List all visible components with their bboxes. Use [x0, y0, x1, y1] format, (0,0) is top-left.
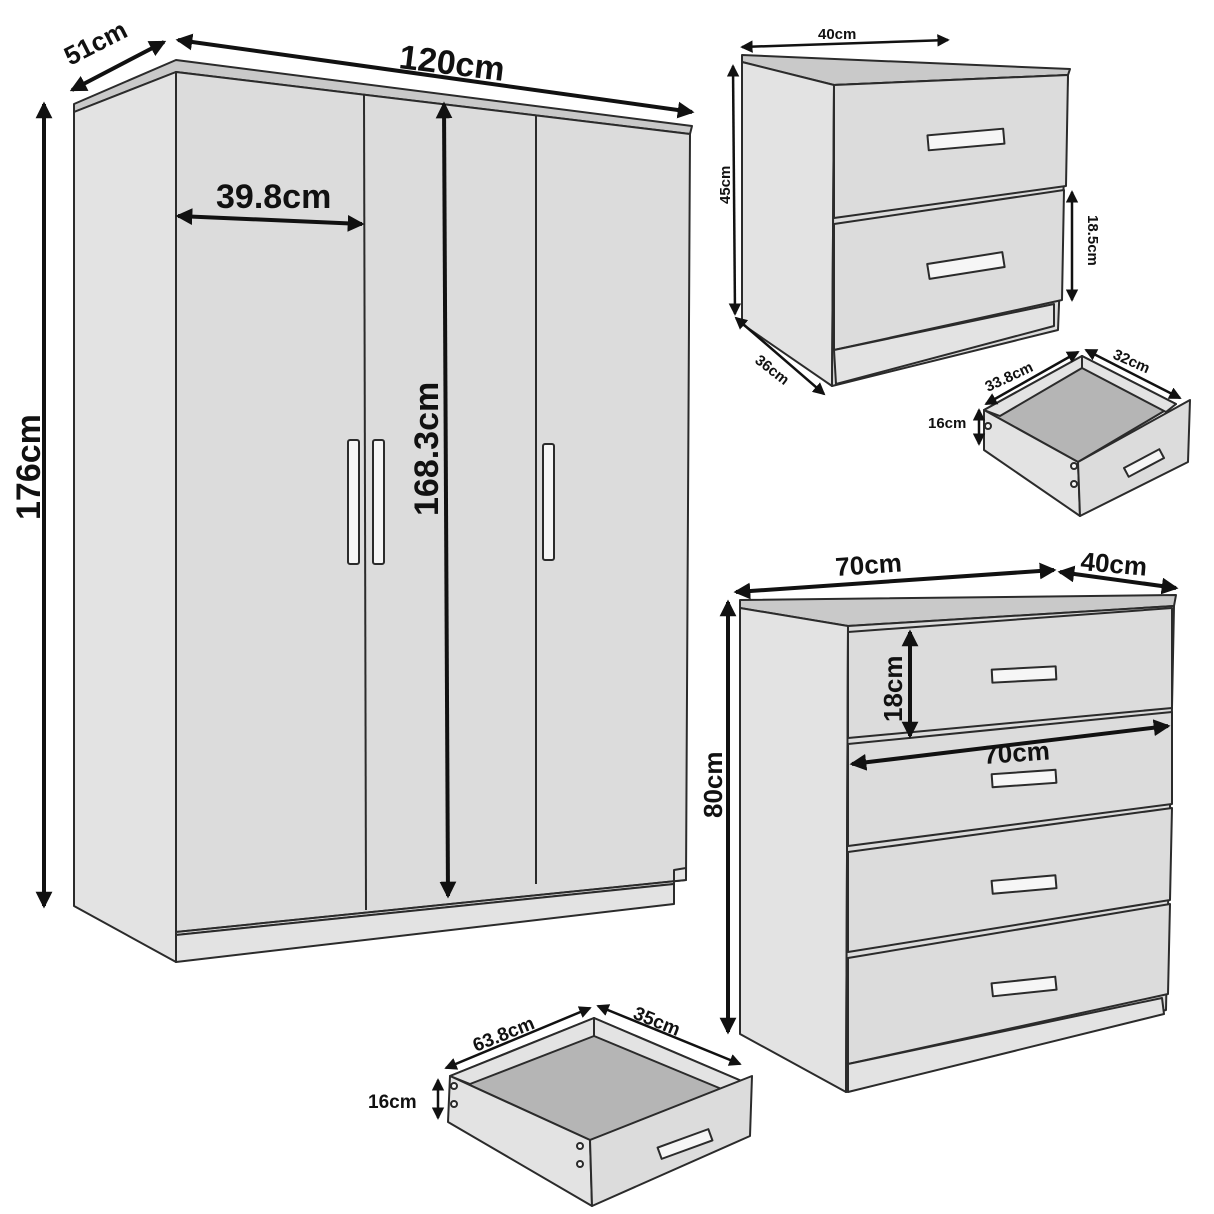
chest-drawer-depth-label: 35cm	[630, 1003, 683, 1041]
wardrobe-door-width-label: 39.8cm	[216, 178, 331, 216]
bedside-drawer-handle	[926, 251, 1006, 280]
chest-plinth	[847, 997, 1165, 1093]
drawer-runner-screw	[450, 1100, 458, 1108]
bedside-drawer-depth-arrow	[1084, 348, 1182, 400]
bedside-height-label: 45cm	[717, 166, 734, 204]
bedside-depth-arrow	[734, 316, 826, 396]
bedside-width-arrow	[740, 34, 950, 53]
wardrobe-plinth-face	[175, 883, 675, 963]
chest-drawer-width-arrow	[444, 1006, 592, 1070]
bedside-drawer-front	[1077, 399, 1191, 517]
chest-drawer-handle	[990, 768, 1058, 789]
chest-drawer-width-arrow	[849, 719, 1171, 771]
wardrobe-door-width-arrow	[175, 208, 365, 232]
bedside-table: 40cm 45cm 36cm 18.5cm	[717, 26, 1101, 396]
bedside-drawer-handle	[1122, 448, 1166, 478]
bedside-side-panel	[741, 61, 835, 387]
chest-drawer-front	[589, 1075, 753, 1207]
bedside-drawer-handle	[926, 127, 1006, 152]
chest-drawer-depth-arrow	[596, 1004, 742, 1066]
wardrobe-side-panel	[73, 71, 177, 963]
wardrobe-door-height-label: 168.3cm	[408, 382, 446, 516]
chest-depth-arrow	[1057, 565, 1179, 595]
chest-height-label: 80cm	[698, 752, 728, 819]
chest-width-arrow	[733, 562, 1057, 600]
wardrobe-depth-arrow	[69, 40, 167, 92]
drawer-runner-screw	[1070, 462, 1078, 470]
chest-width-label: 70cm	[834, 547, 902, 582]
bedside-drawer: 33.8cm 32cm 16cm	[928, 346, 1191, 517]
chest-drawer-handle	[990, 975, 1058, 998]
bedside-drawer-height-label: 18.5cm	[1084, 215, 1101, 266]
drawer-runner-screw	[450, 1082, 458, 1090]
wardrobe-door-handle	[347, 439, 555, 565]
chest-drawer-handle	[990, 874, 1058, 895]
chest-depth-label: 40cm	[1079, 546, 1148, 582]
drawer-runner-screw	[576, 1142, 584, 1150]
chest-drawer-handle	[990, 665, 1058, 684]
bedside-plinth	[833, 303, 1055, 385]
bedside-drawer-height-label: 16cm	[928, 415, 966, 432]
chest-drawer-height-label: 16cm	[368, 1092, 417, 1113]
chest-drawer-height-label: 18cm	[878, 656, 908, 723]
chest-drawer-handle	[656, 1128, 714, 1160]
wardrobe-width-label: 120cm	[397, 38, 507, 89]
drawer-runner-screw	[984, 422, 992, 430]
drawer-runner-screw	[1070, 480, 1078, 488]
chest-of-drawers: 70cm 40cm 80cm 18cm 70cm	[698, 546, 1179, 1093]
bedside-height-arrow	[726, 64, 742, 316]
drawer-runner-screw	[576, 1160, 584, 1168]
bedside-width-label: 40cm	[818, 26, 856, 43]
chest-side-panel	[739, 607, 849, 1093]
bedside-depth-label: 36cm	[752, 352, 793, 389]
chest-drawer: 63.8cm 35cm 16cm	[368, 1003, 753, 1207]
wardrobe-width-arrow	[175, 33, 695, 119]
bedside-drawer-width-arrow	[984, 350, 1080, 406]
wardrobe-height-label: 176cm	[10, 414, 48, 520]
chest-drawer-width-label: 70cm	[982, 735, 1050, 770]
wardrobe-door-height-arrow	[435, 101, 457, 899]
wardrobe: 51cm 120cm 176cm 39.8cm 168.3cm	[10, 14, 695, 963]
